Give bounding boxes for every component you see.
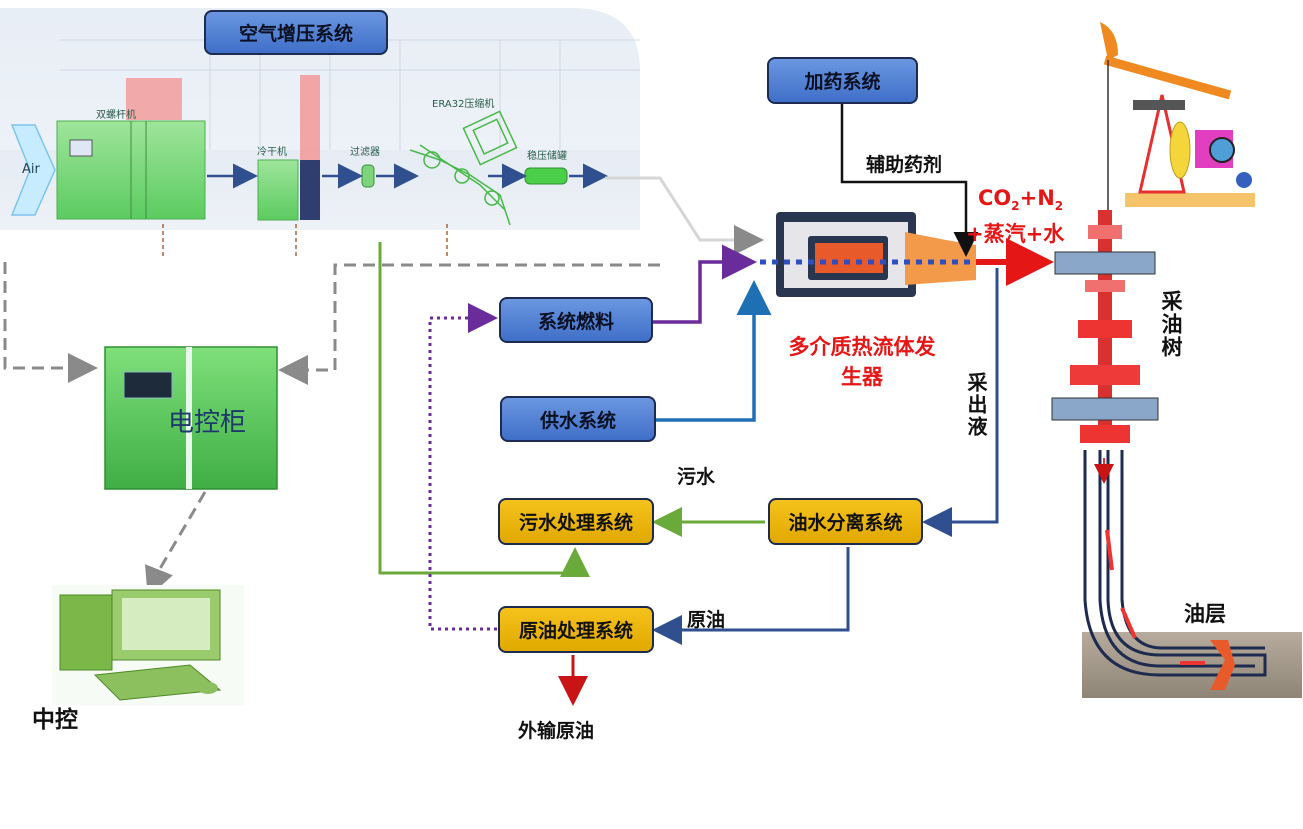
sewage-label: 污水 [677, 466, 716, 488]
fuel-line [652, 244, 757, 324]
water-supply-box: 供水系统 [500, 396, 656, 442]
co-text: CO [978, 186, 1012, 210]
cold-dryer-icon [257, 75, 320, 221]
dosing-line [840, 103, 979, 257]
produced-fluid-line [922, 268, 999, 537]
air-label: Air [22, 162, 40, 177]
air-boost-system-box: 空气增压系统 [204, 10, 388, 55]
co2-subscript: 2 [1011, 199, 1020, 214]
filter-icon [361, 164, 375, 188]
produced-fluid-label: 采出液 [964, 372, 988, 438]
gas-mix-label-line2: +蒸汽+水 [966, 222, 1065, 246]
n-text: +N [1019, 186, 1055, 210]
christmas-tree-label: 采油树 [1159, 290, 1183, 359]
cold-dryer-label: 冷干机 [257, 147, 287, 158]
air-arrow-icon [10, 124, 56, 216]
air-to-generator-line [605, 176, 764, 255]
wellhead-icon [1051, 210, 1159, 443]
control-cabinet-label: 电控柜 [168, 408, 247, 438]
pumpjack-icon [1100, 22, 1255, 210]
crude-oil-line [652, 547, 850, 645]
export-crude-label: 外输原油 [518, 720, 595, 742]
crude-oil-treatment-box: 原油处理系统 [498, 606, 654, 653]
screw-compressor-label: 双螺杆机 [96, 110, 136, 121]
control-line-left [3, 262, 98, 383]
condensate-line [378, 242, 590, 577]
auxiliary-agent-label: 辅助药剂 [866, 154, 943, 176]
gas-mix-label-line1: CO2+N2 [978, 186, 1063, 213]
generator-label: 多介质热流体发生器 [788, 335, 936, 389]
booster-compressor-icon [409, 110, 518, 226]
screw-compressor-icon [56, 78, 206, 220]
heat-fluid-generator-icon [760, 212, 976, 297]
crude-oil-label: 原油 [687, 609, 726, 631]
dosing-system-box: 加药系统 [767, 57, 918, 104]
oil-water-separation-box: 油水分离系统 [768, 498, 923, 545]
computer-icon [52, 585, 244, 705]
control-line-right [278, 263, 660, 385]
system-fuel-box: 系统燃料 [499, 297, 653, 343]
central-control-label: 中控 [32, 707, 78, 733]
water-supply-line [655, 280, 772, 422]
oil-layer-label: 油层 [1184, 602, 1226, 626]
filter-label: 过滤器 [350, 147, 380, 158]
control-line-to-central [144, 491, 207, 598]
n2-subscript: 2 [1054, 199, 1064, 214]
wellbore-icon [1082, 450, 1302, 698]
fuel-recycle-line [428, 303, 498, 631]
sewage-treatment-box: 污水处理系统 [498, 498, 654, 545]
booster-label: ERA32压缩机 [432, 99, 495, 110]
buffer-tank-label: 稳压储罐 [527, 151, 567, 162]
buffer-tank-icon [524, 167, 568, 185]
control-cabinet [104, 346, 278, 490]
